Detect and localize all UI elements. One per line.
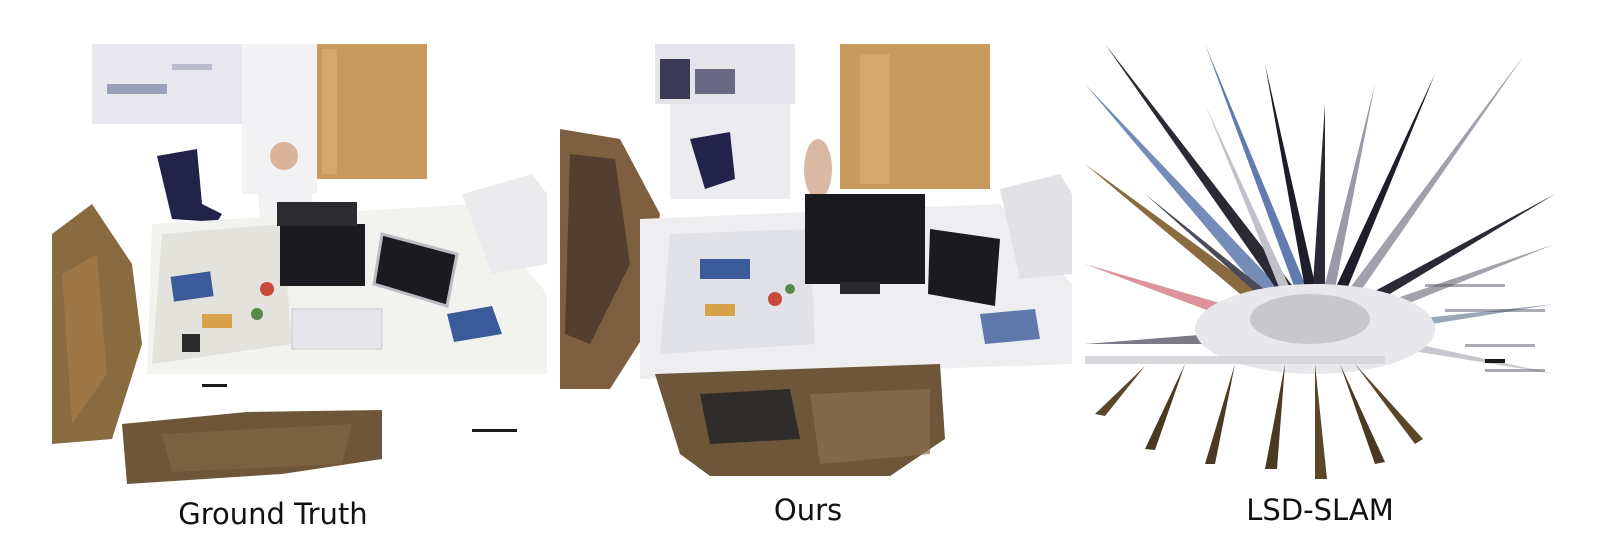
ours-point-cloud [560, 44, 1072, 476]
monitor-right [372, 232, 459, 308]
person [804, 139, 832, 199]
ground-truth-panel [52, 44, 547, 489]
floor-streaks [1095, 364, 1423, 479]
ground-truth-point-cloud [52, 44, 547, 484]
scatter-dots [1425, 284, 1545, 372]
radial-streaks [1085, 44, 1555, 374]
caption-ours: Ours [773, 493, 843, 527]
lsd-slam-panel [1085, 44, 1555, 484]
caption-ground-truth: Ground Truth [178, 497, 368, 531]
caption-lsd-slam: LSD-SLAM [1246, 493, 1394, 527]
keyboard [291, 308, 383, 350]
ours-panel [560, 44, 1072, 484]
monitor-left [805, 194, 925, 284]
desk-edge [1085, 356, 1385, 364]
monitor-left [280, 224, 365, 286]
lsd-slam-point-cloud [1085, 44, 1555, 479]
monitor-right [928, 229, 1000, 306]
person-head [270, 142, 298, 170]
chair [690, 132, 735, 189]
chair [157, 149, 222, 222]
